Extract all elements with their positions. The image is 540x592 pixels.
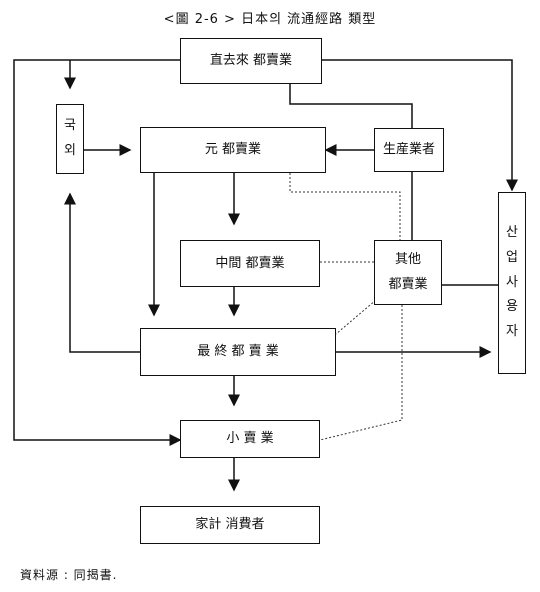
node-industrial-char-4: 용 — [506, 299, 518, 315]
node-industrial-char-3: 사 — [506, 274, 518, 290]
node-household-consumer: 家計 消費者 — [140, 506, 320, 544]
node-industrial-char-2: 업 — [506, 249, 518, 265]
node-direct-wholesale-label: 直去來 都賣業 — [209, 53, 293, 69]
node-final-wholesale: 最 終 都 賣 業 — [140, 328, 336, 376]
node-other-line-2: 都賣業 — [388, 276, 428, 292]
edge-direct-to-retail — [13, 59, 182, 446]
node-producer-label: 生産業者 — [382, 142, 435, 158]
node-export-char-1: 국 — [64, 118, 76, 134]
dotted-primary-to-other — [289, 173, 401, 240]
edge-direct-to-producer — [289, 84, 413, 128]
node-primary-wholesale-label: 元 都賣業 — [204, 142, 262, 158]
node-final-wholesale-label: 最 終 都 賣 業 — [197, 344, 279, 360]
node-other-line-1: 其他 — [394, 251, 421, 267]
node-export-import: 국 외 — [56, 104, 84, 174]
source-note: 資料源 : 同揭書. — [20, 568, 118, 582]
node-export-char-2: 외 — [64, 143, 76, 158]
edge-direct-to-industrial — [320, 59, 518, 192]
figure-title: <圖 2-6 > 日本의 流通經路 類型 — [163, 12, 377, 27]
node-intermediate-wholesale-label: 中間 都賣業 — [215, 255, 285, 271]
dotted-other-to-final — [335, 299, 377, 335]
edge-final-to-export — [64, 192, 140, 353]
node-industrial-char-5: 자 — [506, 324, 518, 340]
node-producer: 生産業者 — [374, 128, 444, 172]
node-primary-wholesale: 元 都賣業 — [140, 127, 326, 173]
node-household-consumer-label: 家計 消費者 — [195, 517, 265, 533]
node-industrial-user: 산 업 사 용 자 — [498, 192, 526, 374]
node-retail-label: 小 賣 業 — [226, 431, 274, 447]
node-direct-wholesale: 直去來 都賣業 — [180, 38, 322, 84]
node-other-wholesale: 其他 都賣業 — [374, 240, 442, 305]
node-intermediate-wholesale: 中間 都賣業 — [180, 240, 320, 287]
node-industrial-char-1: 산 — [506, 225, 518, 241]
node-retail: 小 賣 業 — [180, 420, 320, 458]
